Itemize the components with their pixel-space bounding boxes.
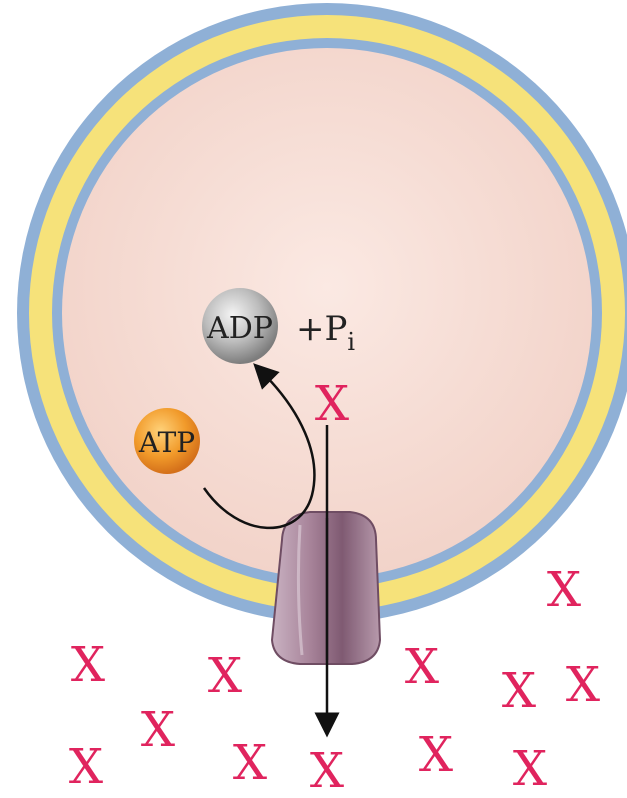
solute-x-outside: X (71, 637, 105, 693)
phosphate-prefix: +P (296, 309, 347, 349)
solute-x-outside: X (208, 648, 242, 704)
phosphate-label: +Pi (296, 309, 355, 356)
phosphate-subscript: i (347, 328, 355, 356)
solute-x-outside: X (69, 739, 103, 795)
solute-x-outside: X (405, 639, 439, 695)
atp-label: ATP (138, 426, 195, 459)
solute-x-outside: X (233, 735, 267, 791)
solute-x-outside: X (502, 663, 536, 719)
adp-molecule: ADP (202, 288, 278, 364)
solute-x-inside: X (315, 376, 349, 432)
atp-molecule: ATP (134, 408, 200, 474)
solute-x-outside: X (547, 562, 581, 618)
adp-label: ADP (206, 311, 273, 346)
solute-x-outside: X (419, 727, 453, 783)
solute-x-outside: X (141, 702, 175, 758)
solute-x-outside: X (566, 657, 600, 713)
solute-x-outside: X (513, 741, 547, 797)
solute-x-outside: X (310, 743, 344, 798)
